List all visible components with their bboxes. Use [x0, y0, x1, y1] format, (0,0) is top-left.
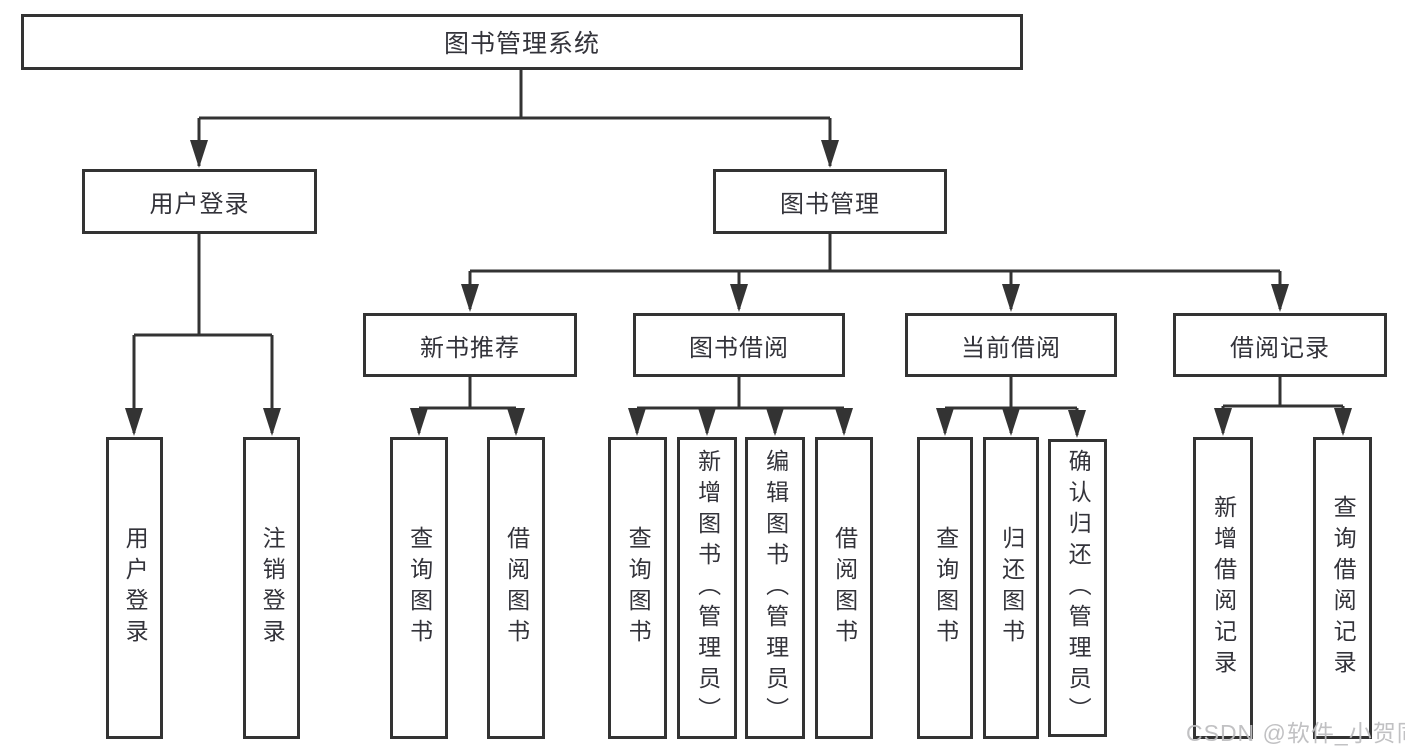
node-new-book-recommend: 新书推荐	[363, 313, 577, 377]
node-new-book-recommend-label: 新书推荐	[420, 334, 520, 362]
leaf-borrow-book-label: 借阅图书	[831, 526, 858, 650]
leaf-borrow-book-recommend-label: 借阅图书	[503, 526, 530, 650]
connector-book-borrow-to-leaves	[628, 377, 853, 436]
leaf-query-book-borrow: 查询图书	[608, 437, 667, 739]
leaf-query-book-recommend: 查询图书	[390, 437, 448, 739]
leaf-add-borrow-record-label: 新增借阅记录	[1210, 495, 1237, 681]
leaf-query-borrow-record-label: 查询借阅记录	[1330, 495, 1357, 681]
leaf-user-login: 用户登录	[106, 437, 163, 739]
node-current-borrow: 当前借阅	[905, 313, 1117, 377]
leaf-confirm-return-admin: 确认归还（管理员）	[1048, 439, 1107, 737]
leaf-logout-login-label: 注销登录	[259, 526, 286, 650]
connector-borrow-record-to-leaves	[1214, 377, 1352, 436]
leaf-borrow-book: 借阅图书	[815, 437, 873, 739]
leaf-return-book: 归还图书	[983, 437, 1039, 739]
connector-root-to-level2	[190, 70, 839, 168]
node-current-borrow-label: 当前借阅	[961, 334, 1061, 362]
leaf-confirm-return-admin-label: 确认归还（管理员）	[1065, 448, 1092, 728]
leaf-add-book-admin: 新增图书（管理员）	[677, 437, 737, 739]
node-root-system: 图书管理系统	[21, 14, 1023, 70]
node-borrow-record-label: 借阅记录	[1230, 334, 1330, 362]
node-user-login: 用户登录	[82, 169, 317, 234]
connector-current-borrow-to-leaves	[936, 377, 1086, 438]
leaf-user-login-label: 用户登录	[122, 526, 149, 650]
csdn-watermark: CSDN @软件_小贺同学	[1186, 720, 1405, 746]
leaf-edit-book-admin-label: 编辑图书（管理员）	[762, 448, 789, 728]
connector-new-book-to-leaves	[410, 377, 525, 436]
connector-user-login-to-leaves	[125, 234, 281, 436]
connector-book-mgmt-to-level3	[461, 234, 1289, 312]
node-book-management-label: 图书管理	[780, 191, 880, 218]
node-book-borrow-label: 图书借阅	[689, 334, 789, 362]
leaf-add-book-admin-label: 新增图书（管理员）	[694, 448, 721, 728]
leaf-query-book-recommend-label: 查询图书	[406, 526, 433, 650]
node-user-login-label: 用户登录	[149, 191, 250, 218]
leaf-query-book-current-label: 查询图书	[932, 526, 959, 650]
leaf-query-book-borrow-label: 查询图书	[625, 526, 652, 650]
node-borrow-record: 借阅记录	[1173, 313, 1387, 377]
leaf-logout-login: 注销登录	[243, 437, 300, 739]
leaf-query-borrow-record: 查询借阅记录	[1313, 437, 1372, 739]
node-book-borrow: 图书借阅	[633, 313, 845, 377]
leaf-add-borrow-record: 新增借阅记录	[1193, 437, 1253, 739]
leaf-edit-book-admin: 编辑图书（管理员）	[745, 437, 805, 739]
leaf-return-book-label: 归还图书	[998, 526, 1025, 650]
leaf-borrow-book-recommend: 借阅图书	[487, 437, 545, 739]
node-book-management: 图书管理	[713, 169, 947, 234]
node-root-label: 图书管理系统	[443, 30, 600, 58]
leaf-query-book-current: 查询图书	[917, 437, 973, 739]
